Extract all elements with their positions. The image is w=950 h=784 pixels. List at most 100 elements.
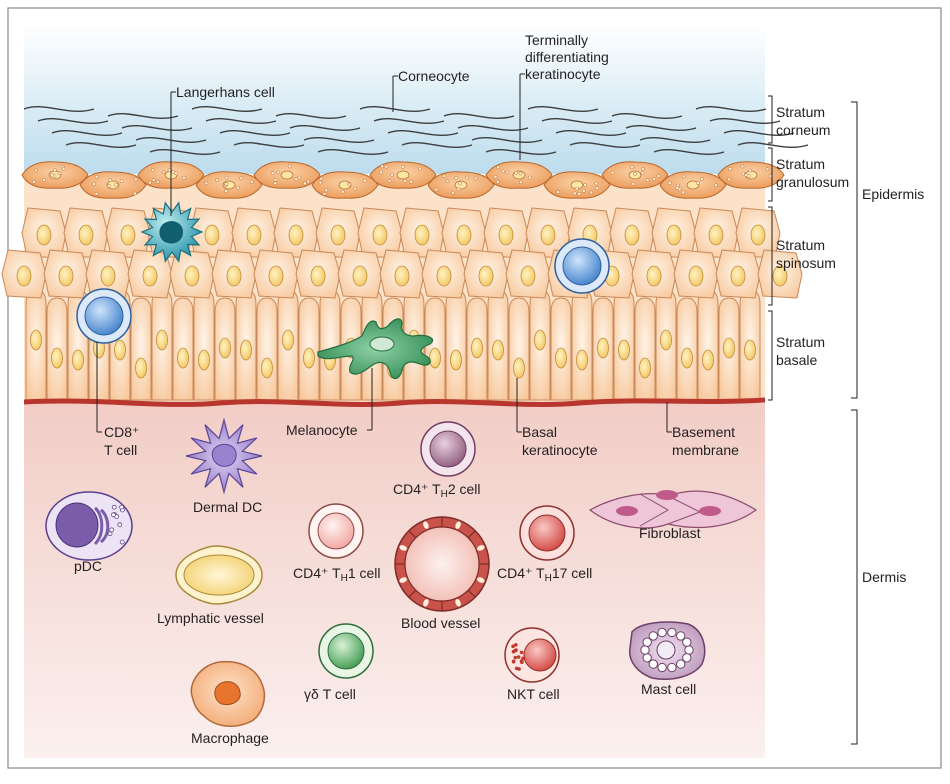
langerhans-cell [140, 201, 204, 263]
keratohyalin-granule [496, 180, 500, 184]
basal-keratinocyte-nucleus [618, 339, 630, 361]
corneocyte [289, 124, 361, 132]
corneocyte [149, 148, 221, 156]
bracket-corneum [768, 95, 773, 144]
label-lymphatic-vessel: Lymphatic vessel [157, 610, 264, 626]
bracket-basale [768, 310, 773, 401]
pdc-granule [117, 522, 123, 528]
basal-keratinocyte-nucleus [30, 329, 42, 351]
macrophage-nucleus [214, 681, 241, 705]
corneocyte [457, 124, 529, 132]
basal-keratinocyte-nucleus [261, 357, 273, 379]
basal-keratinocyte-nucleus [723, 337, 735, 359]
nkt-granule [516, 655, 521, 659]
keratohyalin-granule [362, 178, 367, 183]
spinous-keratinocyte-nucleus [456, 224, 472, 246]
endothelial-nucleus [399, 545, 408, 551]
corneocyte [653, 148, 725, 156]
dermal-dc-nucleus [211, 443, 237, 467]
label-stratum-granulosum-1: Stratum [776, 156, 825, 172]
keratohyalin-granule [748, 168, 753, 173]
keratohyalin-granule [318, 180, 323, 185]
keratohyalin-granule [119, 179, 124, 183]
keratohyalin-granule [527, 175, 532, 180]
spinous-keratinocyte-nucleus [100, 265, 116, 287]
label-langerhans-cell: Langerhans cell [176, 84, 275, 100]
spinous-keratinocyte-nucleus [750, 224, 766, 246]
basal-keratinocyte-nucleus [534, 329, 546, 351]
corneocyte [23, 105, 95, 113]
label-basal-keratinocyte-1: Basal [522, 424, 557, 440]
mast-cell-granule [648, 659, 658, 669]
keratohyalin-granule [57, 171, 62, 176]
basal-keratinocyte-nucleus [198, 349, 210, 371]
keratohyalin-granule [641, 166, 645, 171]
mast-cell-nucleus [656, 640, 676, 660]
mast-cell-granule [667, 627, 677, 638]
keratohyalin-granule [577, 191, 582, 196]
endothelial-nucleus [455, 521, 461, 530]
keratohyalin-granule [631, 181, 636, 186]
label-stratum-corneum-2: corneum [776, 122, 830, 138]
keratohyalin-granule [445, 179, 450, 184]
label-nkt-cell: NKT cell [507, 686, 560, 702]
keratohyalin-granule [92, 182, 96, 186]
label-macrophage: Macrophage [191, 730, 269, 746]
spinous-keratinocyte-nucleus [730, 265, 746, 287]
th17-nucleus [528, 514, 566, 552]
keratohyalin-granule [161, 170, 166, 175]
spinous-keratinocyte-nucleus [246, 224, 262, 246]
keratohyalin-granule [458, 181, 462, 186]
fibroblast-nucleus-2 [656, 490, 678, 500]
spinous-keratinocyte-nucleus [142, 265, 158, 287]
fibroblast-nucleus-1 [616, 506, 638, 516]
mast-cell [628, 621, 706, 680]
corneocyte [569, 141, 641, 149]
basal-keratinocyte [697, 289, 719, 401]
pdc-granule [111, 512, 116, 518]
endothelial-nucleus [423, 598, 429, 607]
keratohyalin-granule [215, 178, 220, 183]
corneocyte [695, 105, 767, 113]
basal-keratinocyte-nucleus [240, 339, 252, 361]
spinous-keratinocyte-nucleus [478, 265, 494, 287]
label-corneocyte: Corneocyte [398, 68, 470, 84]
keratohyalin-granule [33, 168, 38, 173]
label-th1-cell: CD4⁺ TH1 cell [293, 565, 381, 584]
corneocyte [121, 124, 193, 132]
spinous-keratinocyte-nucleus [414, 224, 430, 246]
keratohyalin-granule [107, 184, 111, 188]
label-basal-keratinocyte-2: keratinocyte [522, 442, 598, 458]
keratohyalin-granule [465, 175, 470, 180]
keratohyalin-granule [418, 166, 423, 171]
granular-keratinocyte-nucleus [280, 170, 294, 180]
label-terminal-keratinocyte-2: differentiating [525, 49, 609, 65]
corneocyte [219, 129, 291, 137]
spinous-keratinocyte-nucleus [352, 265, 368, 287]
keratohyalin-granule [409, 179, 413, 184]
keratohyalin-granule [276, 170, 281, 175]
keratohyalin-granule [519, 180, 523, 185]
spinous-keratinocyte-nucleus [708, 224, 724, 246]
mast-cell-granule [682, 653, 692, 663]
basal-keratinocyte-nucleus [114, 339, 126, 361]
label-terminal-keratinocyte-3: keratinocyte [525, 66, 601, 82]
mast-cell-granule [667, 662, 677, 673]
keratohyalin-granule [595, 186, 600, 191]
keratohyalin-granule [501, 169, 506, 174]
keratohyalin-granule [182, 175, 186, 180]
label-stratum-corneum-1: Stratum [776, 104, 825, 120]
corneocyte [303, 136, 375, 144]
keratohyalin-granule [50, 173, 55, 177]
th17-cell [519, 505, 575, 561]
nkt-cell [504, 627, 560, 683]
spinous-keratinocyte-nucleus [520, 265, 536, 287]
keratohyalin-granule [322, 191, 327, 196]
corneocyte [65, 141, 137, 149]
stratum-granulosum-cells [21, 161, 785, 199]
keratohyalin-granule [303, 181, 307, 186]
dermal-dc-cell [185, 417, 263, 495]
keratohyalin-granule [652, 177, 656, 181]
endothelial-nucleus [476, 577, 485, 583]
